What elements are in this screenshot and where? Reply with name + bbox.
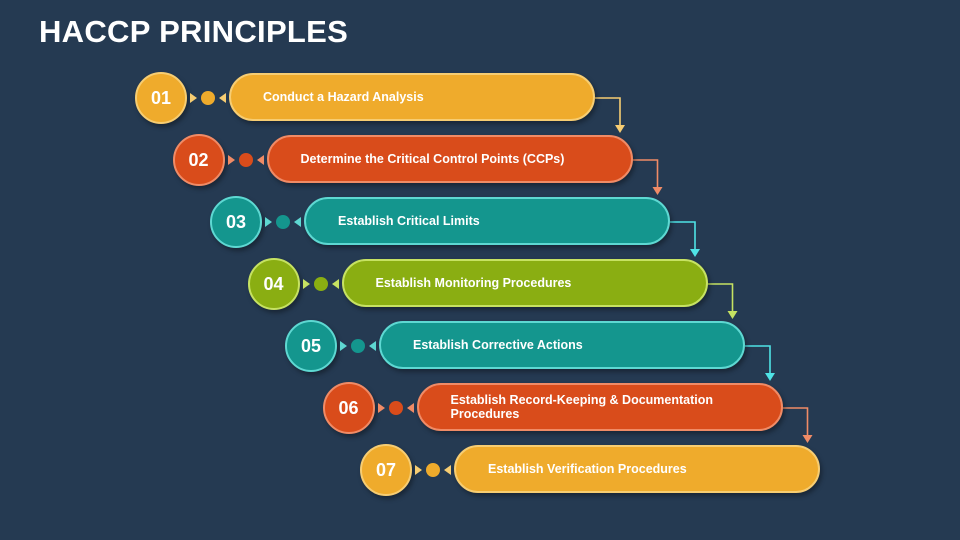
arrow-right-icon xyxy=(227,155,235,165)
arrow-right-icon xyxy=(415,465,422,475)
step-number-badge: 06 xyxy=(322,382,375,434)
arrow-left-icon xyxy=(444,465,451,475)
arrow-left-icon xyxy=(369,341,376,351)
step-row: 04 Establish Monitoring Procedures xyxy=(0,0,960,310)
connector-line xyxy=(595,97,621,126)
step-number-badge: 04 xyxy=(247,258,300,310)
connector-line xyxy=(745,345,771,374)
connector-line xyxy=(782,407,809,436)
connector-dot xyxy=(388,401,403,415)
connector-line xyxy=(707,283,734,312)
arrow-left-icon xyxy=(219,93,226,103)
arrow-right-icon xyxy=(190,93,197,103)
arrow-right-icon xyxy=(265,217,272,227)
step-number-badge: 02 xyxy=(172,134,225,186)
arrow-right-icon xyxy=(302,279,310,289)
arrow-down-icon xyxy=(765,373,775,381)
connector-line xyxy=(632,159,659,188)
connector-dot xyxy=(351,339,365,353)
step-label-pill: Establish Monitoring Procedures xyxy=(341,259,708,307)
step-number-badge: 07 xyxy=(360,444,412,496)
connector-dot xyxy=(426,463,440,477)
step-row: 02 Determine the Critical Control Points… xyxy=(0,0,960,186)
arrow-left-icon xyxy=(256,155,264,165)
arrow-down-icon xyxy=(652,187,663,195)
step-row: 01 Conduct a Hazard Analysis xyxy=(0,0,960,124)
step-number-badge: 01 xyxy=(135,72,187,124)
connector-line xyxy=(670,221,696,250)
arrow-down-icon xyxy=(615,125,625,133)
arrow-down-icon xyxy=(802,435,813,443)
step-row: 05 Establish Corrective Actions xyxy=(0,0,960,372)
arrow-down-icon xyxy=(727,311,738,319)
step-number-badge: 05 xyxy=(285,320,337,372)
connector-dot xyxy=(313,277,328,291)
page-title: HACCP PRINCIPLES xyxy=(39,14,349,49)
step-label-pill: Conduct a Hazard Analysis xyxy=(229,73,595,121)
arrow-right-icon xyxy=(377,403,385,413)
connector-dot xyxy=(276,215,290,229)
step-number-badge: 03 xyxy=(210,196,262,248)
step-label-pill: Determine the Critical Control Points (C… xyxy=(266,135,633,183)
arrow-left-icon xyxy=(331,279,339,289)
step-label-pill: Establish Critical Limits xyxy=(304,197,670,245)
step-row: 03 Establish Critical Limits xyxy=(0,0,960,248)
connector-dot xyxy=(238,153,253,167)
step-label-pill: Establish Corrective Actions xyxy=(379,321,745,369)
arrow-right-icon xyxy=(340,341,347,351)
connector-dot xyxy=(201,91,215,105)
step-label-pill: Establish Verification Procedures xyxy=(454,445,820,493)
arrow-left-icon xyxy=(294,217,301,227)
arrow-down-icon xyxy=(690,249,700,257)
step-row: 07 Establish Verification Procedures xyxy=(0,0,960,496)
arrow-left-icon xyxy=(406,403,414,413)
step-row: 06 Establish Record-Keeping & Documentat… xyxy=(0,0,960,434)
step-label-pill: Establish Record-Keeping & Documentation… xyxy=(416,383,783,431)
